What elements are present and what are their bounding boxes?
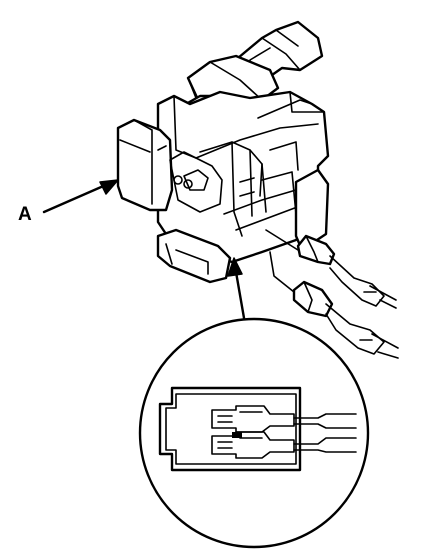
terminal-guide-line-2 — [269, 251, 295, 293]
terminal-cavities — [169, 141, 301, 237]
callout-label-a: A — [18, 204, 32, 225]
zoom-leader-arrow — [227, 257, 246, 320]
wire-terminal-lower — [292, 280, 399, 359]
detail-terminal-lower — [211, 431, 357, 459]
detail-view-circle — [138, 317, 370, 549]
connector-housing — [116, 20, 330, 284]
wire-terminal-upper — [296, 234, 397, 309]
housing-right-wall — [294, 168, 330, 252]
connector-face-outline — [158, 386, 302, 472]
terminal-guide-line-1 — [265, 229, 299, 251]
lock-block-a — [116, 118, 174, 212]
detail-terminal-upper — [211, 405, 357, 433]
callout-arrow-a — [42, 179, 119, 214]
